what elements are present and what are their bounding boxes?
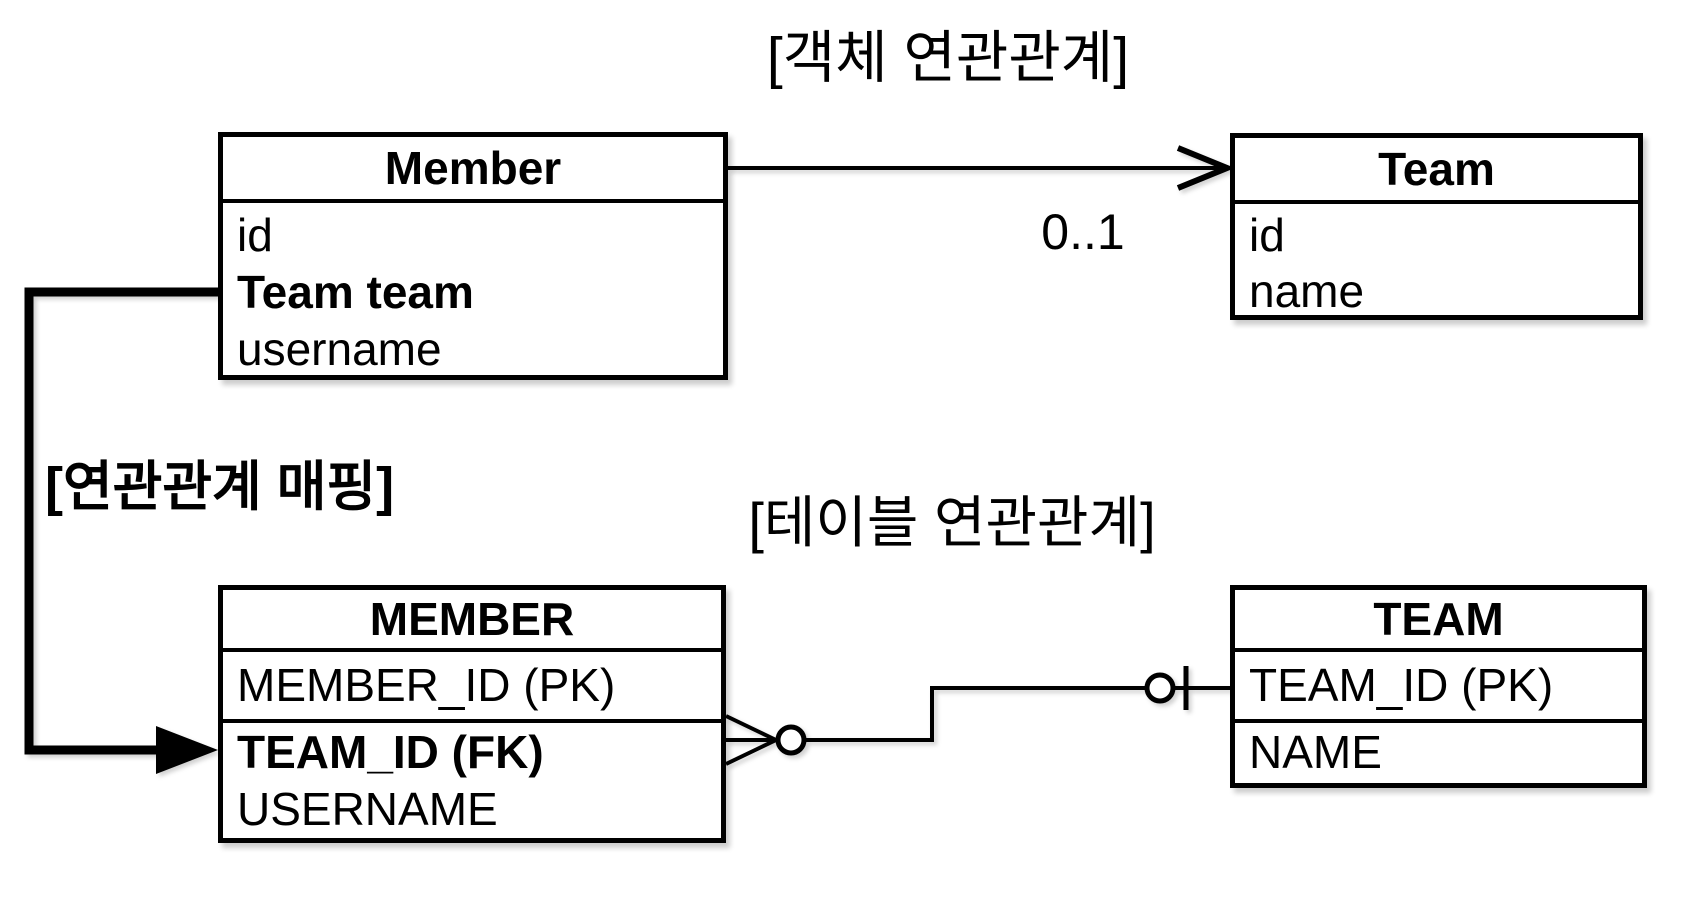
team-class-box: Team id name (1230, 133, 1643, 320)
team-class-field-name: name (1249, 265, 1365, 317)
member-table-title: MEMBER (223, 590, 721, 652)
member-class-field-id: id (237, 209, 273, 261)
member-class-box: Member id Team team username (218, 132, 728, 380)
object-relation-title: [객체 연관관계] (766, 26, 1130, 90)
member-class-field-username: username (237, 323, 442, 375)
team-table-title: TEAM (1235, 590, 1642, 652)
crowsfoot-zero-many-icon (725, 714, 807, 766)
zero-or-one-icon (1144, 666, 1230, 710)
team-class-title: Team (1235, 138, 1638, 204)
member-table-box: MEMBER MEMBER_ID (PK) TEAM_ID (FK) USERN… (218, 585, 726, 843)
mapping-label: [연관관계 매핑] (45, 457, 395, 517)
team-class-field-id: id (1249, 209, 1285, 261)
team-table-column-pk: TEAM_ID (PK) (1249, 659, 1554, 711)
team-table-box: TEAM TEAM_ID (PK) NAME (1230, 585, 1647, 788)
multiplicity-label: 0..1 (1041, 204, 1125, 260)
object-association-arrow-icon (728, 145, 1235, 191)
member-class-title: Member (223, 137, 723, 203)
member-table-column-username: USERNAME (237, 783, 498, 835)
team-table-column-name: NAME (1249, 726, 1382, 778)
table-relation-title: [테이블 연관관계] (748, 491, 1156, 554)
table-association-connector-icon (725, 666, 1230, 766)
mapping-arrow-icon (24, 287, 222, 774)
member-table-column-pk: MEMBER_ID (PK) (237, 659, 616, 711)
member-table-column-fk: TEAM_ID (FK) (237, 726, 544, 778)
member-class-field-team: Team team (237, 266, 474, 318)
